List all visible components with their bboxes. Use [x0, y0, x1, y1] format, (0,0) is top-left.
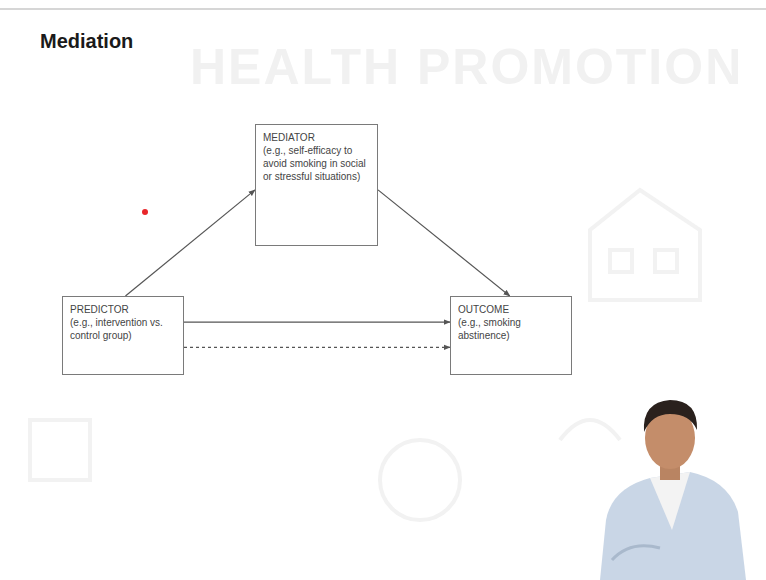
arrow-connector [184, 321, 450, 322]
laser-pointer-dot [142, 209, 148, 215]
mediator-box: MEDIATOR(e.g., self-efficacy to avoid sm… [255, 124, 378, 246]
presenter-figure [600, 400, 746, 580]
dotted-arrow [184, 347, 450, 348]
arrow-connector [125, 190, 255, 296]
node-body: (e.g., intervention vs. control group) [70, 316, 177, 342]
outcome-box: OUTCOME(e.g., smoking abstinence) [450, 296, 572, 375]
arrow-connector [378, 190, 510, 296]
node-heading: MEDIATOR [263, 131, 371, 144]
slide-top-rule [0, 8, 766, 10]
node-heading: OUTCOME [458, 303, 565, 316]
watermark-text: HEALTH PROMOTION [190, 38, 743, 96]
slide-title: Mediation [40, 30, 133, 53]
node-body: (e.g., smoking abstinence) [458, 316, 565, 342]
node-heading: PREDICTOR [70, 303, 177, 316]
node-body: (e.g., self-efficacy to avoid smoking in… [263, 144, 371, 183]
predictor-box: PREDICTOR(e.g., intervention vs. control… [62, 296, 184, 375]
